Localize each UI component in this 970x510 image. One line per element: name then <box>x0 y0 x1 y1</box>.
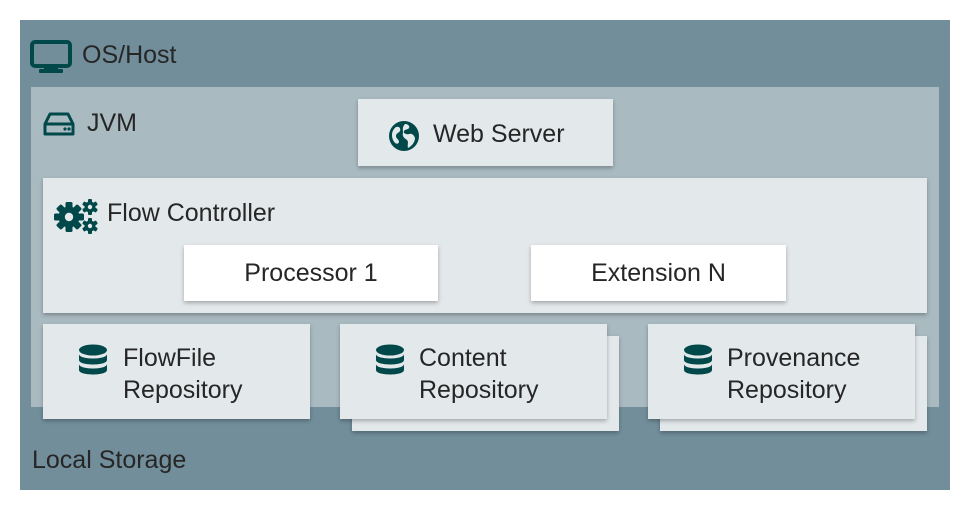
database-icon <box>376 344 404 375</box>
web-server-box: Web Server <box>358 99 613 166</box>
extension-label: Extension N <box>591 258 726 287</box>
provenance-repository-box: Provenance Repository <box>648 324 915 419</box>
repository-label-line2: Repository <box>727 376 847 404</box>
repository-label-line2: Repository <box>123 376 243 404</box>
flowfile-repository-label: FlowFile Repository <box>123 342 243 406</box>
monitor-icon <box>30 40 72 73</box>
hard-drive-icon <box>43 112 75 136</box>
processor-box: Processor 1 <box>184 245 438 301</box>
jvm-label: JVM <box>87 109 137 137</box>
repository-label-line1: FlowFile <box>123 344 217 372</box>
flowfile-repository-box: FlowFile Repository <box>43 324 310 419</box>
flow-controller-box: Flow Controller <box>43 178 927 313</box>
content-repository-box: Content Repository <box>340 324 607 419</box>
gears-icon <box>54 199 98 234</box>
repository-label-line1: Provenance <box>727 344 861 372</box>
globe-icon <box>389 121 419 151</box>
repository-label-line1: Content <box>419 344 507 372</box>
processor-label: Processor 1 <box>244 258 378 287</box>
os-host-label: OS/Host <box>82 41 177 69</box>
local-storage-label: Local Storage <box>32 446 187 474</box>
extension-box: Extension N <box>531 245 786 301</box>
database-icon <box>684 344 712 375</box>
flow-controller-label: Flow Controller <box>107 199 276 227</box>
provenance-repository-label: Provenance Repository <box>727 342 860 406</box>
content-repository-label: Content Repository <box>419 342 539 406</box>
web-server-label: Web Server <box>433 120 565 148</box>
database-icon <box>79 344 107 375</box>
repository-label-line2: Repository <box>419 376 539 404</box>
